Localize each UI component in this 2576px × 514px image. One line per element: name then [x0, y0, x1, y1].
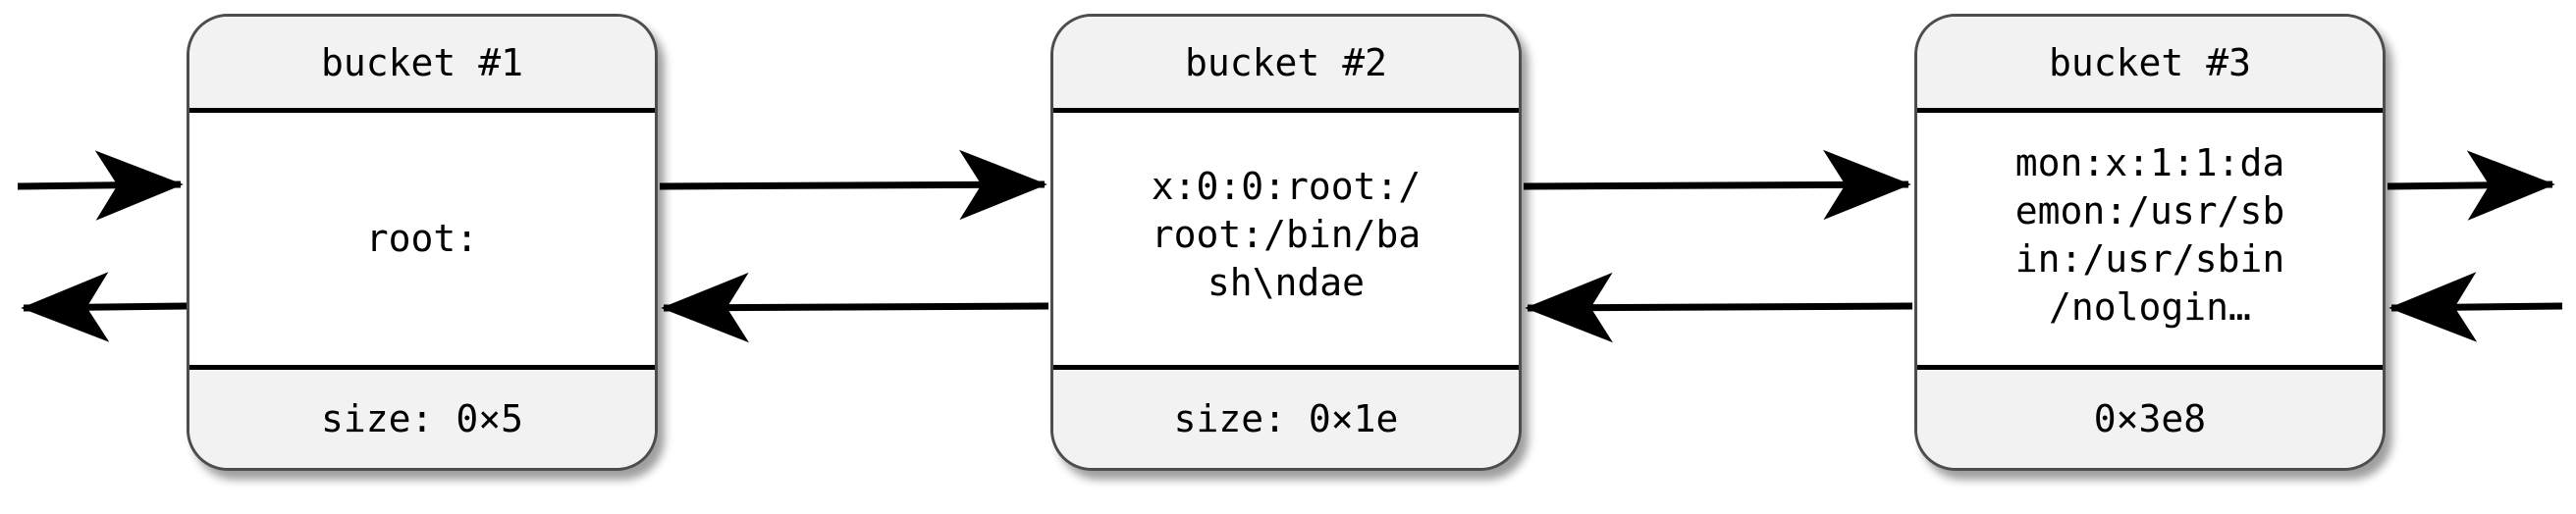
bucket-3-title: bucket #3: [2049, 40, 2251, 84]
connector-b2-to-b3-forward: [1523, 149, 1911, 221]
bucket-1-entry-text: root:: [365, 217, 479, 260]
bucket-2-header: bucket #2: [1053, 17, 1519, 113]
connector-b1-to-b2-forward: [659, 149, 1047, 221]
bucket-3-entry-text: mon:x:1:1:da emon:/usr/sb in:/usr/sbin /…: [2014, 140, 2285, 329]
bucket-3-footer: 0×3e8: [1917, 365, 2383, 468]
connector-in-left-forward: [17, 150, 184, 221]
bucket-3-body: mon:x:1:1:da emon:/usr/sb in:/usr/sbin /…: [1917, 113, 2383, 365]
bucket-2-footer: size: 0×1e: [1053, 365, 1519, 468]
bucket-node-1[interactable]: bucket #1 root: size: 0×5: [187, 14, 658, 471]
bucket-2-entry-text: x:0:0:root:/ root:/bin/ba sh\ndae: [1151, 165, 1422, 304]
connector-in-right-backward: [2388, 272, 2563, 342]
bucket-1-body: root:: [189, 113, 655, 365]
bucket-1-title: bucket #1: [321, 40, 523, 84]
bucket-1-header: bucket #1: [189, 17, 655, 113]
bucket-node-3[interactable]: bucket #3 mon:x:1:1:da emon:/usr/sb in:/…: [1914, 14, 2386, 471]
bucket-1-size-label: size: 0×5: [321, 397, 523, 440]
connector-b2-to-b1-backward: [661, 272, 1049, 343]
bucket-3-header: bucket #3: [1917, 17, 2383, 113]
connector-out-right-forward: [2387, 150, 2555, 221]
bucket-1-footer: size: 0×5: [189, 365, 655, 468]
connector-b3-to-b2-backward: [1525, 272, 1913, 343]
bucket-2-body: x:0:0:root:/ root:/bin/ba sh\ndae: [1053, 113, 1519, 365]
bucket-2-title: bucket #2: [1185, 40, 1387, 84]
bucket-node-2[interactable]: bucket #2 x:0:0:root:/ root:/bin/ba sh\n…: [1050, 14, 1522, 471]
connector-out-left-backward: [21, 272, 188, 342]
bucket-3-size-label: 0×3e8: [2093, 397, 2207, 440]
bucket-2-size-label: size: 0×1e: [1173, 397, 1399, 440]
